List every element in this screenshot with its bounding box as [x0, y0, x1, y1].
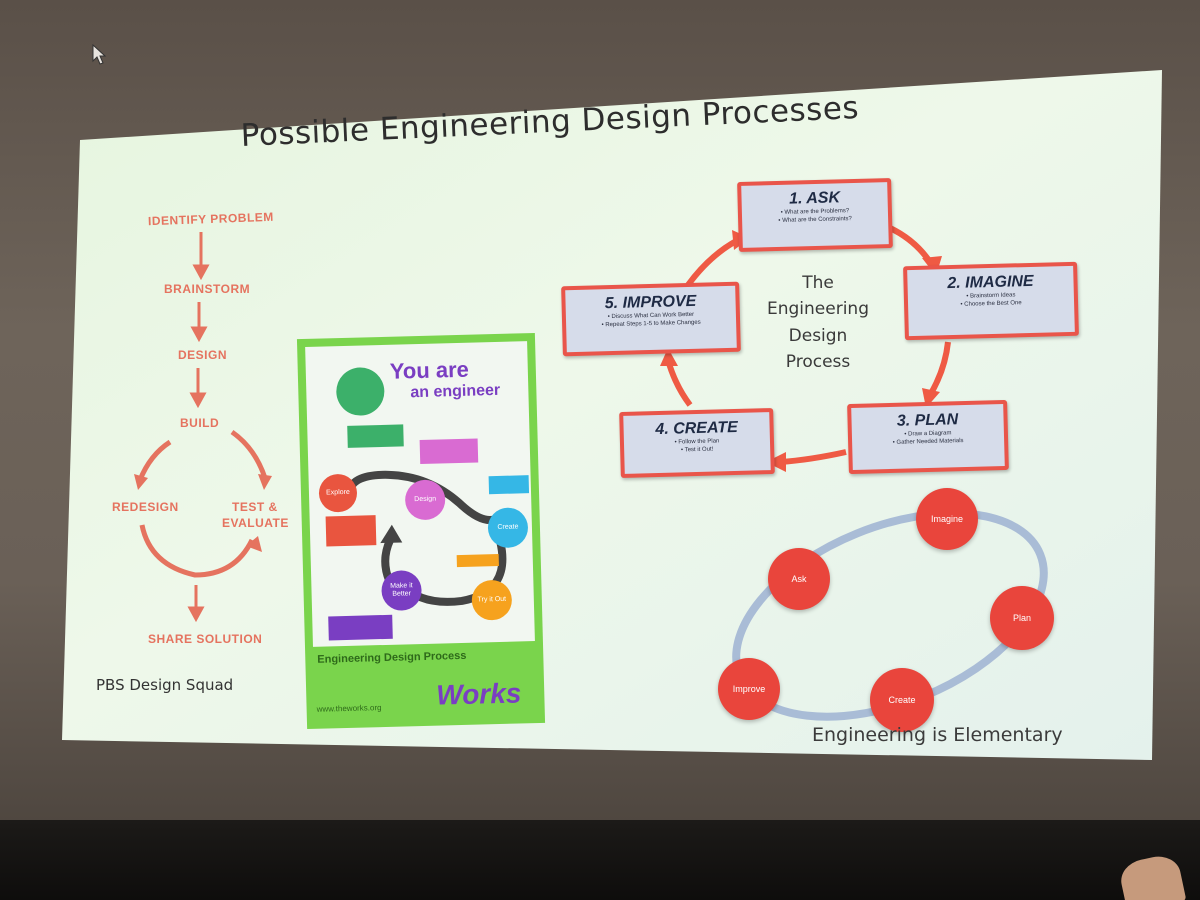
pbs-cycle-arrowheads [134, 474, 272, 552]
edp-center-line-4: Process [785, 352, 851, 373]
poster-works-logo: Works [435, 677, 522, 711]
edp-step-improve: 5. IMPROVE • Discuss What Can Work Bette… [561, 281, 741, 357]
eie-node-improve: Improve [718, 658, 780, 720]
pbs-step-test: TEST & [232, 500, 278, 514]
pbs-step-share-solution: SHARE SOLUTION [148, 632, 263, 646]
pbs-step-redesign: REDESIGN [112, 500, 179, 514]
edp-step-ask: 1. ASK • What are the Problems? • What a… [737, 177, 893, 253]
poster-an-engineer: an engineer [410, 381, 501, 402]
eie-node-ask: Ask [768, 548, 830, 610]
poster-panel: Explore Design Create Make it Better Try… [305, 341, 535, 647]
eie-caption: Engineering is Elementary [812, 724, 1063, 746]
edp-step-plan: 3. PLAN • Draw a Diagram • Gather Needed… [847, 399, 1009, 475]
the-works-poster: Explore Design Create Make it Better Try… [296, 332, 546, 730]
pbs-arrows [187, 232, 210, 623]
poster-you-are: You are [389, 356, 470, 384]
edp-step-create: 4. CREATE • Follow the Plan • Test it Ou… [619, 407, 775, 479]
edp-center-line-2: Engineering [767, 299, 869, 320]
pbs-step-brainstorm: BRAINSTORM [164, 282, 251, 296]
poster-loop-icon [325, 424, 530, 641]
pbs-step-evaluate: EVALUATE [222, 516, 289, 530]
edp-center-label: The Engineering Design Process [752, 270, 884, 375]
edp-center-line-1: The [802, 273, 834, 293]
mouse-cursor-icon [92, 44, 107, 65]
edp-step-imagine: 2. IMAGINE • Brainstorm Ideas • Choose t… [903, 261, 1079, 341]
eie-node-create: Create [870, 668, 934, 732]
audience-floor [0, 820, 1200, 900]
eie-node-plan: Plan [990, 586, 1054, 650]
poster-url: www.theworks.org [316, 703, 382, 714]
pbs-cycle [137, 429, 268, 578]
edp-center-line-3: Design [788, 325, 848, 346]
pbs-caption: PBS Design Squad [96, 676, 234, 694]
poster-banner: Engineering Design Process [317, 649, 467, 666]
pbs-step-build: BUILD [180, 416, 220, 430]
pbs-step-design: DESIGN [178, 348, 228, 362]
eie-node-imagine: Imagine [916, 488, 978, 550]
